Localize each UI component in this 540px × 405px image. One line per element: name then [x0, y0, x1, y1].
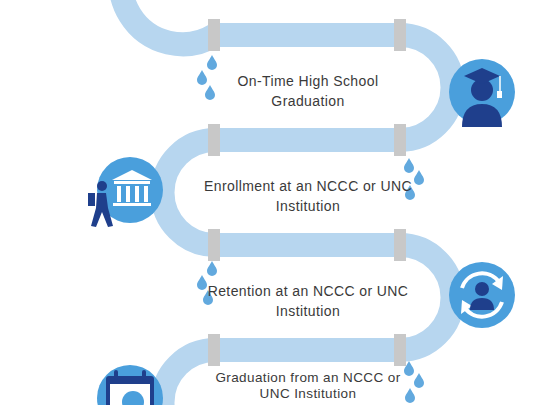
stage-label: Enrollment at an NCCC or UNC Institution: [203, 176, 413, 216]
stage-label: Retention at an NCCC or UNC Institution: [203, 281, 413, 321]
pipe: [121, 0, 453, 405]
calendar-icon: [97, 365, 163, 405]
stage-label: On-Time High School Graduation: [203, 71, 413, 111]
water-drops: [197, 55, 424, 403]
graduate-icon: [449, 59, 515, 127]
retention-icon: [449, 262, 515, 328]
stage-label: Graduation from an NCCC or UNC Instituti…: [203, 370, 413, 402]
institution-icon: [88, 157, 163, 227]
